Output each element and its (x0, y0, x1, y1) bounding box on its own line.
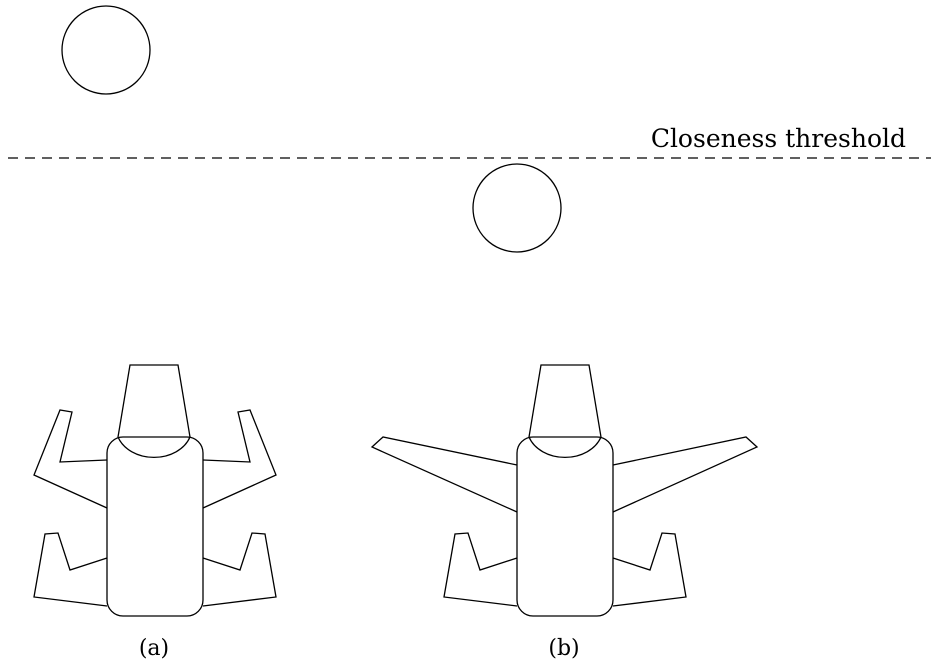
robot-b-head (528, 364, 602, 458)
robot-a-head (117, 364, 191, 458)
robot-b-body (516, 436, 614, 617)
robot-b-left-leg (443, 532, 518, 607)
ball-far (61, 5, 151, 95)
robot-b-right-leg (612, 532, 687, 607)
robot-a-right-leg (202, 532, 277, 607)
robot-a: (a) (33, 364, 277, 661)
robot-a-left-arm (33, 409, 108, 509)
robot-b-right-arm (612, 436, 759, 513)
closeness-threshold-label: Closeness threshold (651, 124, 906, 153)
robot-b-left-arm (370, 436, 518, 513)
ball-near (472, 163, 562, 253)
robot-a-right-arm (202, 409, 277, 509)
panel-label-b: (b) (548, 636, 579, 661)
robot-a-body (106, 436, 204, 617)
robot-a-left-leg (33, 532, 108, 607)
robot-b: (b) (370, 364, 759, 661)
panel-label-a: (a) (139, 636, 169, 661)
